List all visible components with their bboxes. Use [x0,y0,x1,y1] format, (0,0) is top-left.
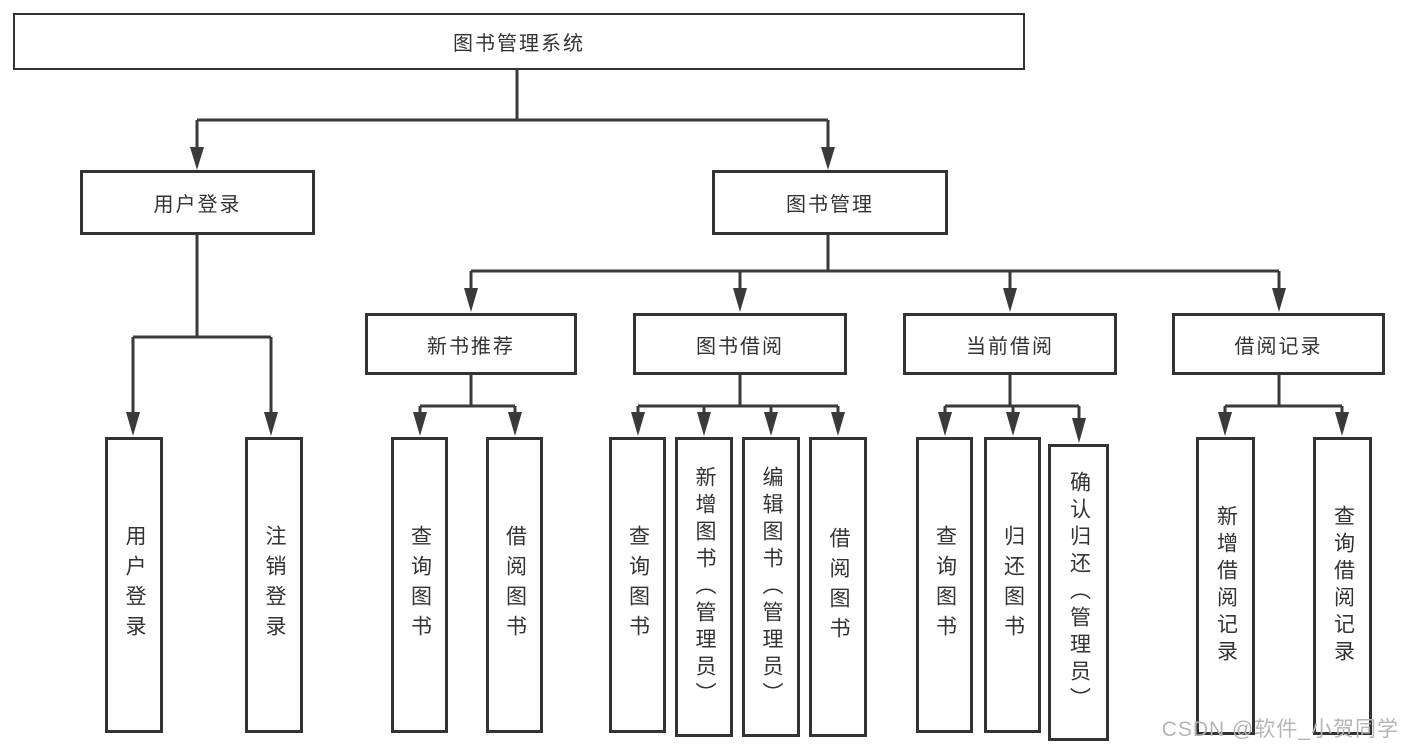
node-book-management-label: 图书管理 [786,194,874,216]
node-book-borrow-label: 图书借阅 [696,335,784,358]
leaf-newbook-query-books-label: 查询图书 [408,525,432,645]
node-book-borrow: 图书借阅 [633,313,847,375]
leaf-confirm-return-admin-label: 确认归还（管理员） [1067,471,1091,714]
leaf-return-books-label: 归还图书 [1001,525,1025,645]
node-new-book-recommend-label: 新书推荐 [427,335,515,358]
leaf-confirm-return-admin: 确认归还（管理员） [1048,444,1109,741]
csdn-watermark: CSDN @软件_小贺同学 [1161,718,1399,741]
leaf-newbook-borrow-books-label: 借阅图书 [503,525,527,645]
leaf-user-login-label: 用户登录 [123,525,146,645]
leaf-add-book-admin-label: 新增图书（管理员） [693,465,716,709]
leaf-borrow-books: 借阅图书 [809,437,867,737]
node-new-book-recommend: 新书推荐 [365,313,577,375]
leaf-logout: 注销登录 [245,437,303,733]
leaf-add-borrow-record: 新增借阅记录 [1196,437,1255,735]
leaf-return-books: 归还图书 [984,437,1041,733]
leaf-current-query-books-label: 查询图书 [933,525,957,645]
leaf-newbook-borrow-books: 借阅图书 [486,437,543,733]
node-book-management: 图书管理 [712,170,948,235]
leaf-user-login: 用户登录 [105,437,163,733]
leaf-newbook-query-books: 查询图书 [391,437,448,733]
node-borrow-record: 借阅记录 [1172,313,1385,375]
node-current-borrow: 当前借阅 [903,313,1117,375]
node-library-system: 图书管理系统 [13,13,1025,70]
leaf-add-book-admin: 新增图书（管理员） [675,437,733,737]
leaf-edit-book-admin-label: 编辑图书（管理员） [760,465,783,709]
leaf-edit-book-admin: 编辑图书（管理员） [742,437,800,737]
leaf-borrow-query-books: 查询图书 [609,437,666,733]
leaf-query-borrow-record: 查询借阅记录 [1313,437,1372,735]
node-borrow-record-label: 借阅记录 [1234,335,1323,358]
node-current-borrow-label: 当前借阅 [966,335,1054,358]
leaf-current-query-books: 查询图书 [916,437,973,733]
leaf-query-borrow-record-label: 查询借阅记录 [1331,505,1355,667]
leaf-borrow-query-books-label: 查询图书 [626,525,650,645]
node-library-system-label: 图书管理系统 [453,33,585,55]
leaf-add-borrow-record-label: 新增借阅记录 [1214,505,1238,667]
node-user-login: 用户登录 [80,170,315,235]
leaf-logout-label: 注销登录 [263,525,286,645]
node-user-login-label: 用户登录 [153,194,242,216]
leaf-borrow-books-label: 借阅图书 [827,527,850,647]
